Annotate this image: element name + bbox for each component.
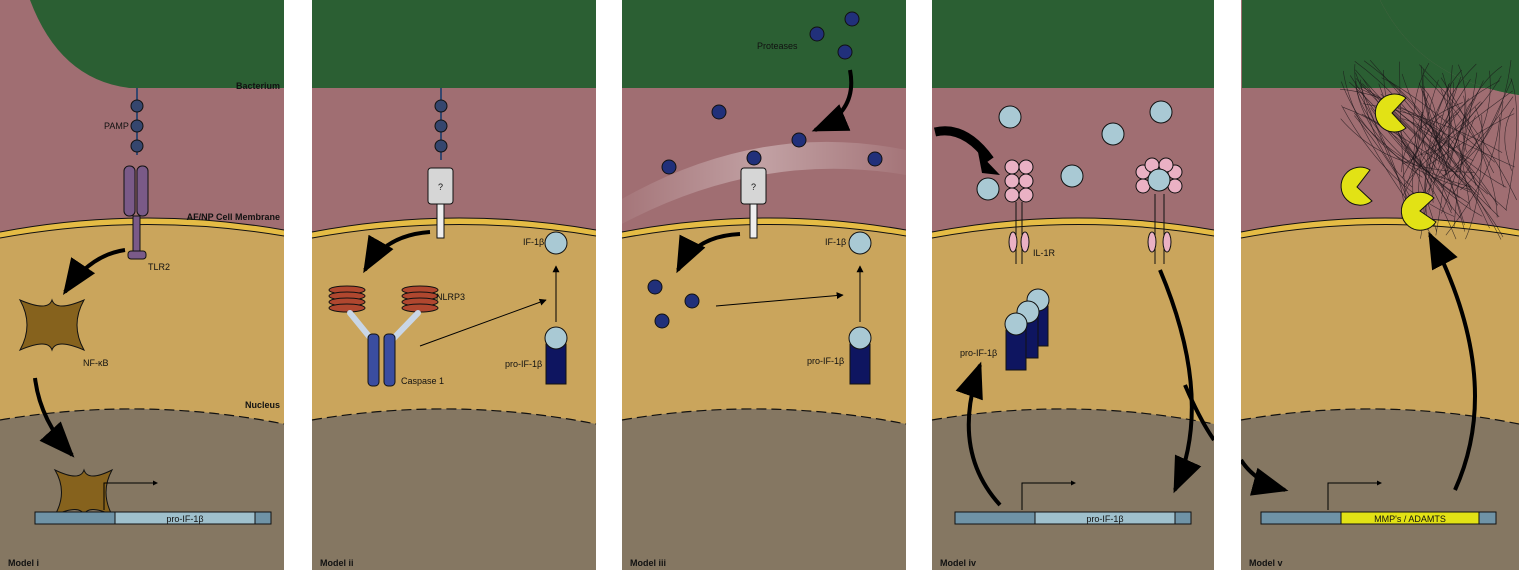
unknown-label: ? — [438, 182, 443, 192]
il1b-mature — [1101, 122, 1125, 146]
caspase-cleaved — [684, 293, 700, 309]
nuclear-envelope — [311, 408, 597, 425]
nfkb-bound — [53, 468, 114, 517]
translocation-glow — [622, 141, 906, 224]
il1r-receptor — [1004, 159, 1034, 264]
tlr2-receptor — [123, 165, 136, 217]
protease — [661, 159, 677, 175]
protease — [837, 44, 853, 60]
bacterium-label: Bacterium — [236, 81, 280, 91]
mmp-enzyme — [1374, 93, 1407, 133]
caspase1 — [367, 333, 380, 387]
panel-model-iv: IL-1R pro-IF-1β — [932, 0, 1214, 568]
panel-title: Model v — [1249, 558, 1283, 568]
il1b-mature — [544, 231, 568, 255]
caspase-cleaved — [647, 279, 663, 295]
tlr2-label: TLR2 — [148, 262, 170, 272]
gene-promoter — [34, 511, 116, 525]
il1b-mature — [976, 177, 1000, 201]
panel-model-ii: ? NLRP3 Caspase 1 IF-1β pro-IF-1β Model … — [312, 0, 596, 568]
panel-model-i: Bacterium AF/NP Cell Membrane Nucleus PA… — [8, 0, 284, 568]
protease — [711, 104, 727, 120]
gene-label: pro-IF-1β — [1086, 514, 1123, 524]
nlrp3-label: NLRP3 — [436, 292, 465, 302]
il1b-mature — [1149, 100, 1173, 124]
bacterium-shape — [312, 0, 596, 88]
proteases-label: Proteases — [757, 41, 798, 51]
panel-title: Model i — [8, 558, 39, 568]
mmp-enzyme — [1400, 191, 1437, 231]
bacterium-shape — [622, 0, 906, 88]
gene-label: pro-IF-1β — [166, 514, 203, 524]
bacterium-shape — [932, 0, 1214, 88]
pro-il1b-head — [848, 326, 872, 350]
panel-title: Model ii — [320, 558, 354, 568]
pro-il1b-tail — [849, 343, 871, 385]
pamp-bead — [130, 139, 144, 153]
protease — [809, 26, 825, 42]
caspase-cleaved — [654, 313, 670, 329]
nucleus-label: Nucleus — [245, 400, 280, 410]
mmp-gene-label: MMP's / ADAMTS — [1374, 514, 1446, 524]
il1r-label: IL-1R — [1033, 248, 1056, 258]
pamp-bead — [434, 139, 448, 153]
pro-il1b-head — [544, 326, 568, 350]
signal-arrow — [33, 377, 75, 458]
panel-model-iii: Proteases ? IF-1β pro-IF-1β Model iii — [622, 0, 906, 568]
il1b-mature — [1060, 164, 1084, 188]
secretion-arrow — [933, 126, 994, 163]
protease — [791, 132, 807, 148]
bacterium-shape — [30, 0, 284, 88]
il1b-label: IF-1β — [523, 237, 544, 247]
mmp-enzyme — [1340, 166, 1373, 206]
bacterium-shape — [1380, 0, 1519, 95]
pamp-bead — [130, 119, 144, 133]
membrane-label: AF/NP Cell Membrane — [187, 212, 280, 222]
tlr2-receptor — [136, 165, 149, 217]
il1b-mature — [848, 231, 872, 255]
panel-model-v: MMP's / ADAMTS Model v — [1241, 0, 1519, 568]
nfkb-complex — [18, 298, 86, 352]
signal-arrow — [62, 248, 126, 295]
pro-il1b-label: pro-IF-1β — [960, 348, 997, 358]
nlrp3-right — [401, 285, 439, 313]
pamp-bead — [130, 99, 144, 113]
nuclear-envelope — [0, 408, 285, 425]
pro-il1b-label: pro-IF-1β — [807, 356, 844, 366]
pamp-bead — [434, 99, 448, 113]
collagen-fibers — [1339, 59, 1518, 241]
signal-arrow — [363, 230, 431, 274]
nuclear-envelope — [621, 408, 907, 425]
nuclear-envelope — [1240, 408, 1519, 425]
nfkb-label: NF-κB — [83, 358, 109, 368]
il1b-label: IF-1β — [825, 237, 846, 247]
signal-arrow — [1428, 231, 1477, 491]
caspase1-label: Caspase 1 — [401, 376, 444, 386]
signal-arrow — [1158, 269, 1202, 494]
bacterium-shape — [1242, 0, 1519, 95]
unknown-label: ? — [751, 182, 756, 192]
pamp-bead — [434, 119, 448, 133]
il1b-mature — [998, 105, 1022, 129]
protease — [844, 11, 860, 27]
pro-il1b-label: pro-IF-1β — [505, 359, 542, 369]
panel-title: Model iv — [940, 558, 976, 568]
pro-il1b-stack — [1004, 288, 1050, 371]
gene-promoter — [954, 511, 1036, 525]
signal-arrow — [811, 69, 854, 132]
signal-arrow — [676, 232, 741, 274]
gene-promoter — [1260, 511, 1342, 525]
protease — [867, 151, 883, 167]
pro-il1b-tail — [545, 343, 567, 385]
caspase1 — [383, 333, 396, 387]
panel-title: Model iii — [630, 558, 666, 568]
pamp-label: PAMP — [104, 121, 129, 131]
signal-arrow — [955, 361, 1002, 507]
nlrp3-left — [328, 285, 366, 313]
protease — [746, 150, 762, 166]
il1r-receptor-bound — [1135, 157, 1183, 264]
signal-arrow — [1241, 458, 1289, 496]
